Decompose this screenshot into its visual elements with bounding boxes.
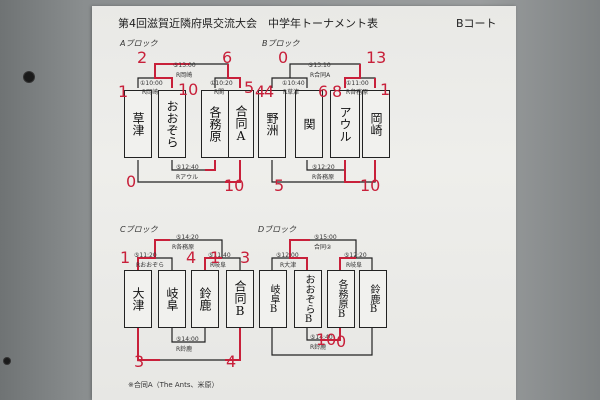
score-mark: 6 <box>318 82 329 101</box>
screw-head <box>24 72 34 82</box>
match-note: ⑤14:00 <box>176 336 199 343</box>
score-mark: 4 <box>255 82 266 101</box>
match-note: ①10:40 <box>282 80 305 87</box>
score-mark: 10 <box>224 176 245 195</box>
team-box: 各務原 <box>201 90 229 158</box>
match-note: R岐阜 <box>210 262 227 269</box>
team-box: 大津 <box>124 270 152 328</box>
block-d-label: Dブロック <box>258 225 297 234</box>
score-mark: 6 <box>222 48 233 67</box>
team-box: おおぞら <box>158 90 186 158</box>
team-box: 鈴鹿 <box>191 270 219 328</box>
score-mark: 5 <box>244 78 255 97</box>
match-note: ⑤12:00 <box>276 252 299 259</box>
match-note: ⑤11:20 <box>134 252 157 259</box>
match-note: 合同② <box>314 244 332 251</box>
team-box: 岐阜 <box>158 270 186 328</box>
team-box: 野洲 <box>258 90 286 158</box>
match-note: R関 <box>214 89 225 96</box>
score-mark: 0 <box>278 48 289 67</box>
match-note: ⑤12:20 <box>312 164 335 171</box>
block-c-label: Cブロック <box>120 225 158 234</box>
footnote: ※合同A（The Ants、米原） <box>128 381 219 389</box>
tournament-sheet <box>92 6 516 400</box>
score-mark: 2 <box>137 48 148 67</box>
team-box: 草津 <box>124 90 152 158</box>
match-note: R岐阜 <box>346 262 363 269</box>
page-title: 第4回滋賀近隣府県交流大会 中学年トーナメント表 <box>118 17 378 30</box>
score-mark: 10 <box>316 330 337 349</box>
score-mark: 1 <box>120 248 131 267</box>
score-mark: 10 <box>178 80 199 99</box>
score-mark: 4 <box>186 248 197 267</box>
score-mark: 1 <box>118 82 129 101</box>
match-note: R大津 <box>280 262 297 269</box>
team-box: 岐阜B <box>259 270 287 328</box>
match-note: ⑤13:10 <box>308 62 331 69</box>
block-b-label: Bブロック <box>262 39 300 48</box>
score-mark: 4 <box>264 82 275 101</box>
score-mark: 0 <box>126 172 137 191</box>
match-note: ①11:00 <box>346 80 369 87</box>
score-mark: 5 <box>274 176 285 195</box>
match-note: ⑤14:40 <box>310 334 333 341</box>
team-box: 合同A <box>228 90 254 158</box>
team-box: 合同B <box>226 270 254 328</box>
score-mark: 0 <box>336 332 347 351</box>
match-note: Rおおぞら <box>136 262 165 269</box>
match-note: R岡崎 <box>176 72 193 79</box>
match-note: R鈴鹿 <box>176 346 193 353</box>
score-mark: 3 <box>240 248 251 267</box>
match-note: R岡崎 <box>142 89 159 96</box>
screw-head <box>4 358 10 364</box>
score-mark: 1 <box>210 248 221 267</box>
match-note: R各務原 <box>346 89 369 96</box>
score-mark: 13 <box>366 48 387 67</box>
match-note: R鈴鹿 <box>310 344 327 351</box>
match-note: R草津 <box>283 89 300 96</box>
match-note: Rアウル <box>176 174 199 181</box>
match-note: R各務原 <box>312 174 335 181</box>
match-note: ⑤14:20 <box>176 234 199 241</box>
block-a-label: Aブロック <box>120 39 158 48</box>
match-note: ⑤13:00 <box>173 62 196 69</box>
court-label: Bコート <box>456 17 497 30</box>
match-note: ①10:20 <box>210 80 233 87</box>
match-note: ⑤12:20 <box>344 252 367 259</box>
team-box: 鈴鹿B <box>359 270 387 328</box>
team-box: 各務原B <box>327 270 355 328</box>
team-box: アウル <box>330 90 360 158</box>
match-note: ⑤15:00 <box>314 234 337 241</box>
score-mark: 3 <box>134 352 145 371</box>
team-box: 岡崎 <box>362 90 390 158</box>
match-note: ①10:00 <box>140 80 163 87</box>
match-note: ⑤12:40 <box>176 164 199 171</box>
score-mark: 10 <box>360 176 381 195</box>
score-mark: 4 <box>226 352 237 371</box>
score-mark: 1 <box>380 80 391 99</box>
score-mark: 8 <box>332 82 343 101</box>
team-box: おおぞらB <box>294 270 322 328</box>
match-note: ⑤11:40 <box>208 252 231 259</box>
team-box: 関 <box>295 90 323 158</box>
match-note: R各務原 <box>172 244 195 251</box>
match-note: R合同A <box>310 72 331 79</box>
